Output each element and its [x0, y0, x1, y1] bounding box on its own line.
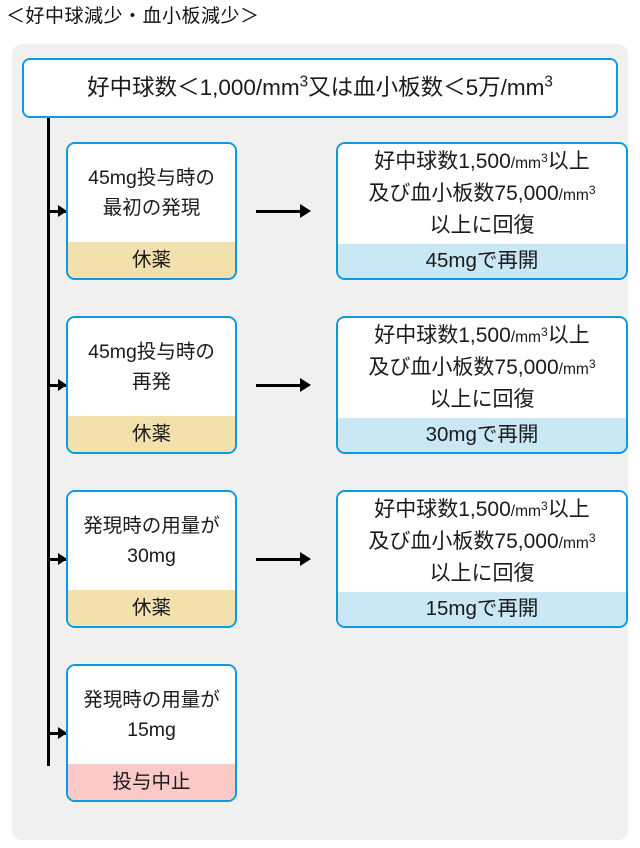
action-box-row-3: 発現時の用量が 30mg 休薬 [66, 490, 237, 628]
action-box-body-1: 45mg投与時の 最初の発現 [68, 144, 235, 242]
action-text-line2-4: 15mg [127, 718, 176, 741]
flow-arrowhead-1 [300, 204, 311, 218]
recovery-text-line1-2: 好中球数1,500/mm3以上 [374, 324, 590, 347]
recovery-text-line3-3: 以上に回復 [429, 562, 535, 585]
recovery-box-row-3: 好中球数1,500/mm3以上 及び血小板数75,000/mm3 以上に回復 1… [336, 490, 628, 628]
unit-per-mm3: /mm3 [510, 498, 548, 520]
unit-per-mm3: /mm3 [510, 150, 548, 172]
action-text-line2-2: 再発 [131, 370, 171, 393]
superscript-3: 3 [544, 73, 553, 91]
recovery-text-line2-2: 及び血小板数75,000/mm3 [368, 356, 596, 379]
action-footer-4: 投与中止 [68, 764, 235, 800]
action-footer-3: 休薬 [68, 590, 235, 626]
recovery-text-line2-3: 及び血小板数75,000/mm3 [368, 530, 596, 553]
action-text-line2-1: 最初の発現 [102, 196, 201, 219]
action-box-body-3: 発現時の用量が 30mg [68, 492, 235, 590]
recovery-footer-3: 15mgで再開 [338, 592, 626, 626]
page-title: ＜好中球減少・血小板減少＞ [6, 6, 260, 27]
condition-box-threshold: 好中球数＜1,000/mm3又は血小板数＜5万/mm3 [22, 58, 618, 118]
recovery-text-line1-3: 好中球数1,500/mm3以上 [374, 498, 590, 521]
action-text-line1-2: 45mg投与時の [88, 340, 215, 363]
flow-arrow-line-3 [256, 558, 308, 561]
action-box-row-2: 45mg投与時の 再発 休薬 [66, 316, 237, 454]
branch-arrowhead-1 [58, 205, 67, 217]
action-text-line1-3: 発現時の用量が [83, 514, 220, 537]
branch-arrowhead-2 [58, 379, 67, 391]
condition-box-text: 好中球数＜1,000/mm3又は血小板数＜5万/mm3 [87, 73, 553, 100]
recovery-text-line3-2: 以上に回復 [429, 388, 535, 411]
recovery-text-line1-1: 好中球数1,500/mm3以上 [374, 150, 590, 173]
recovery-box-body-3: 好中球数1,500/mm3以上 及び血小板数75,000/mm3 以上に回復 [338, 492, 626, 592]
recovery-footer-1: 45mgで再開 [338, 244, 626, 278]
action-box-body-4: 発現時の用量が 15mg [68, 666, 235, 764]
unit-per-mm3: /mm3 [558, 530, 596, 552]
recovery-box-row-2: 好中球数1,500/mm3以上 及び血小板数75,000/mm3 以上に回復 3… [336, 316, 628, 454]
action-box-row-1: 45mg投与時の 最初の発現 休薬 [66, 142, 237, 280]
branch-line-3 [47, 558, 67, 561]
flow-arrowhead-3 [300, 552, 311, 566]
branch-line-4 [47, 732, 67, 735]
action-box-body-2: 45mg投与時の 再発 [68, 318, 235, 416]
branch-trunk-line [47, 118, 50, 766]
flowchart-panel: 好中球数＜1,000/mm3又は血小板数＜5万/mm3 45mg投与時の 最初の… [12, 44, 628, 840]
recovery-box-row-1: 好中球数1,500/mm3以上 及び血小板数75,000/mm3 以上に回復 4… [336, 142, 628, 280]
branch-arrowhead-3 [58, 553, 67, 565]
action-footer-2: 休薬 [68, 416, 235, 452]
action-text-line1-1: 45mg投与時の [88, 166, 215, 189]
unit-per-mm3: /mm3 [510, 324, 548, 346]
flow-arrowhead-2 [300, 378, 311, 392]
action-footer-1: 休薬 [68, 242, 235, 278]
unit-per-mm3: /mm3 [558, 356, 596, 378]
recovery-box-body-1: 好中球数1,500/mm3以上 及び血小板数75,000/mm3 以上に回復 [338, 144, 626, 244]
action-box-row-4: 発現時の用量が 15mg 投与中止 [66, 664, 237, 802]
condition-box-body: 好中球数＜1,000/mm3又は血小板数＜5万/mm3 [24, 60, 616, 116]
unit-per-mm3: /mm3 [558, 182, 596, 204]
branch-arrowhead-4 [58, 727, 67, 739]
recovery-footer-2: 30mgで再開 [338, 418, 626, 452]
action-text-line2-3: 30mg [127, 544, 176, 567]
recovery-box-body-2: 好中球数1,500/mm3以上 及び血小板数75,000/mm3 以上に回復 [338, 318, 626, 418]
branch-line-1 [47, 210, 67, 213]
flow-arrow-line-1 [256, 210, 308, 213]
branch-line-2 [47, 384, 67, 387]
recovery-text-line3-1: 以上に回復 [429, 214, 535, 237]
recovery-text-line2-1: 及び血小板数75,000/mm3 [368, 182, 596, 205]
flow-arrow-line-2 [256, 384, 308, 387]
action-text-line1-4: 発現時の用量が [83, 688, 220, 711]
superscript-3: 3 [299, 73, 309, 91]
